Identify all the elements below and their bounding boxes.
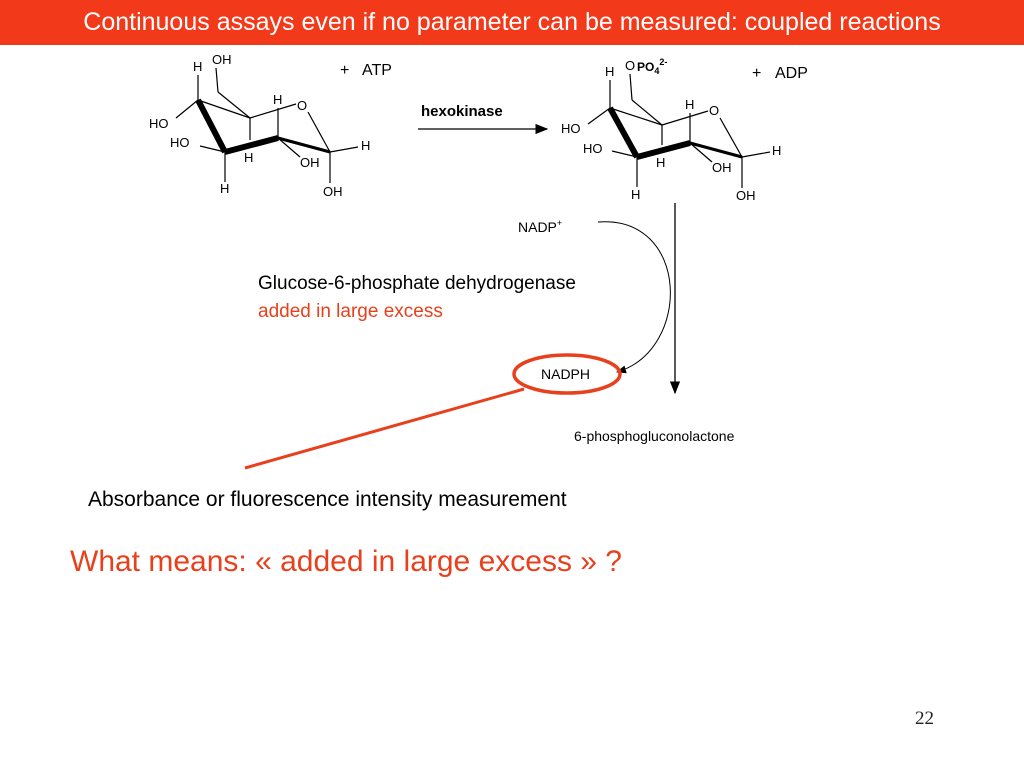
glucose-atom-oh: OH	[323, 184, 343, 199]
phosphate-group: PO42-	[637, 57, 667, 76]
plus-sign: +	[340, 62, 349, 79]
glucose-atom-h: H	[273, 92, 282, 107]
atp-label: ATP	[362, 62, 392, 79]
nadp-label: NADP+	[518, 218, 562, 235]
title-bar	[0, 0, 1024, 45]
g6p-labels: H O PO42- H O HO HO H OH H H OH	[561, 57, 781, 203]
g6p-atom-h: H	[656, 155, 665, 170]
glucose-molecule	[175, 67, 359, 183]
plus-sign: +	[752, 65, 761, 82]
slide-title: Continuous assays even if no parameter c…	[83, 8, 941, 36]
glucose-atom-ho: HO	[170, 135, 190, 150]
glucose-atom-h: H	[244, 150, 253, 165]
excess-label: added in large excess	[258, 301, 443, 322]
question-text: What means: « added in large excess » ?	[70, 545, 622, 578]
glucose-ring-o: O	[297, 98, 307, 113]
g6p-atom-h: H	[631, 187, 640, 202]
hexokinase-label: hexokinase	[421, 103, 503, 120]
cofactor-curved-arrow	[597, 221, 671, 374]
nadph-highlight-circle	[512, 353, 622, 395]
dehydrogenase-label: Glucose-6-phosphate dehydrogenase	[258, 273, 576, 294]
g6p-atom-h: H	[605, 64, 614, 79]
g6p-atom-h: H	[685, 97, 694, 112]
g6p-atom-oh: OH	[736, 188, 756, 203]
glucose-atom-h: H	[361, 138, 370, 153]
g6p-ring-o: O	[709, 103, 719, 118]
glucose-atom-ho: HO	[149, 116, 169, 131]
g6p-molecule	[587, 73, 771, 188]
glucose-labels: H OH H O HO HO H OH H H OH	[149, 52, 370, 199]
adp-label: ADP	[775, 65, 808, 82]
nadph-label: NADPH	[541, 366, 590, 382]
product-label: 6-phosphogluconolactone	[574, 428, 735, 444]
g6p-atom-ho: HO	[583, 141, 603, 156]
glucose-atom-oh: OH	[212, 52, 232, 67]
g6p-atom-ho: HO	[561, 121, 581, 136]
measurement-pointer-line	[244, 387, 525, 470]
page-number: 22	[915, 708, 934, 729]
g6p-atom-h: H	[772, 143, 781, 158]
glucose-atom-h: H	[220, 181, 229, 196]
glucose-atom-h: H	[193, 59, 202, 74]
g6p-phosphate-o: O	[625, 58, 635, 73]
g6p-atom-oh: OH	[712, 160, 732, 175]
measurement-label: Absorbance or fluorescence intensity mea…	[88, 488, 567, 511]
glucose-atom-oh: OH	[300, 155, 320, 170]
